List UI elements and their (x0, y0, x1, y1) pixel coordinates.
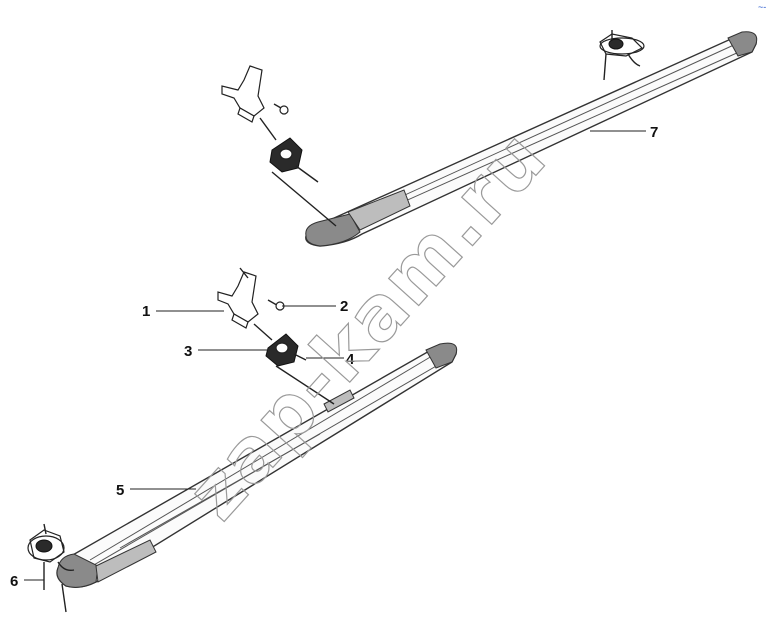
callout-4: 4 (346, 351, 355, 368)
callout-6: 6 (10, 573, 18, 590)
watermark: zap-kam.ru (171, 114, 563, 536)
upper-side-step-rail (305, 31, 758, 247)
lower-front-bracket (217, 267, 335, 405)
callout-2: 2 (340, 298, 348, 315)
callout-1: 1 (142, 303, 150, 320)
callout-3: 3 (184, 343, 192, 360)
callout-5: 5 (116, 482, 124, 499)
lower-end-mount (27, 523, 75, 613)
upper-rear-mount (599, 30, 645, 81)
callout-7: 7 (650, 124, 658, 141)
corner-mark: ~- (758, 2, 766, 12)
lower-side-step-rail (56, 342, 458, 589)
upper-front-bracket (221, 65, 337, 227)
